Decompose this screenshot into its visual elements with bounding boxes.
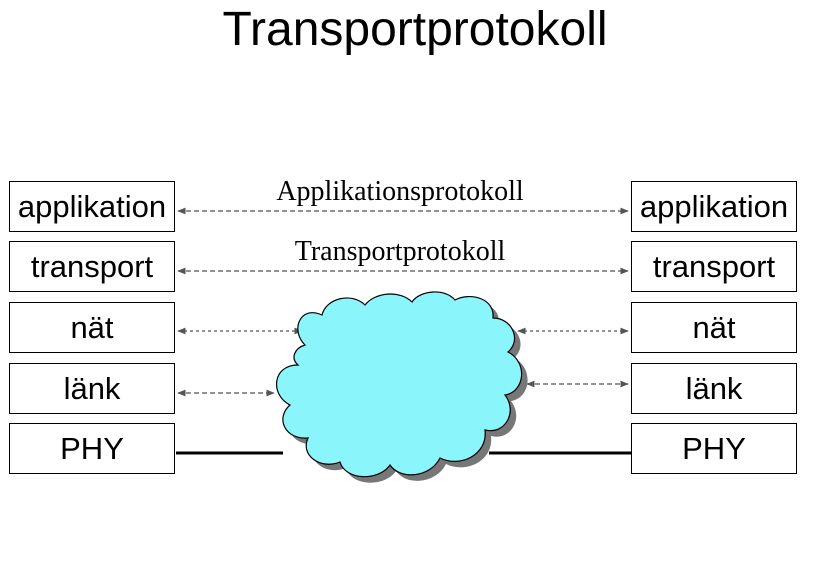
left-layer-network: nät bbox=[9, 302, 175, 353]
right-layer-phy: PHY bbox=[631, 423, 797, 474]
right-layer-application: applikation bbox=[631, 181, 797, 232]
transport-protocol-label: Transportprotokoll bbox=[294, 236, 506, 267]
left-layer-application: applikation bbox=[9, 181, 175, 232]
left-layer-link: länk bbox=[9, 363, 175, 414]
right-layer-transport: transport bbox=[631, 241, 797, 292]
right-layer-network: nät bbox=[631, 302, 797, 353]
page-title: Transportprotokoll bbox=[222, 3, 608, 56]
application-protocol-label: Applikationsprotokoll bbox=[276, 176, 524, 207]
left-layer-transport: transport bbox=[9, 241, 175, 292]
left-layer-phy: PHY bbox=[9, 423, 175, 474]
right-layer-link: länk bbox=[631, 363, 797, 414]
